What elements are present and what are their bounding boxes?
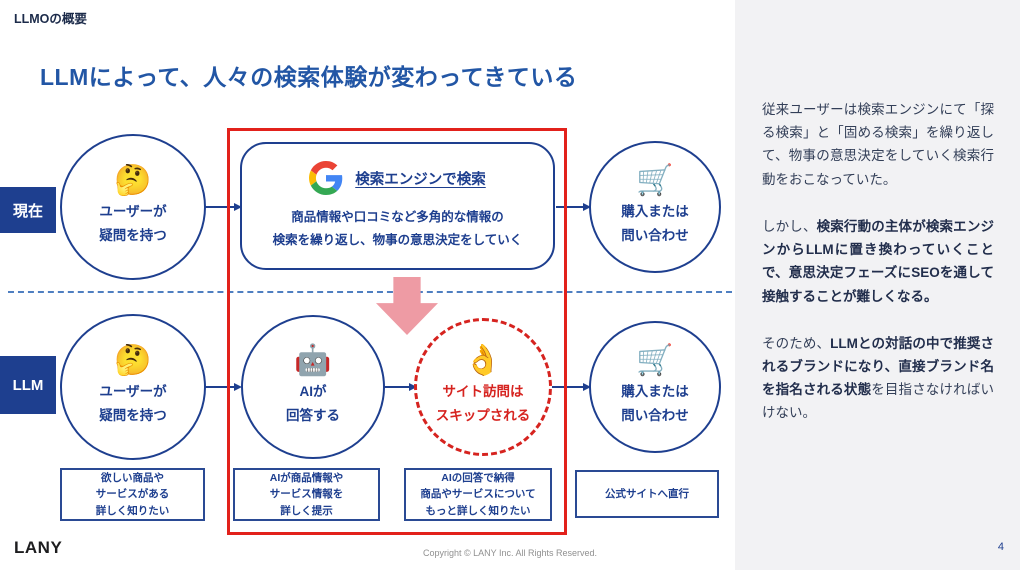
thinking-face-icon: 🤔 [114,344,152,378]
caption-direct-to-site: 公式サイトへ直行 [575,470,719,518]
purchase-circle-current: 🛒 購入または 問い合わせ [589,141,721,273]
search-engine-box-body: 商品情報や口コミなど多角的な情報の 検索を繰り返し、物事の意思決定をしていく [272,210,523,247]
page-number: 4 [997,541,1004,553]
copyright-text: Copyright © LANY Inc. All Rights Reserve… [422,548,598,558]
row-label-llm: LLM [0,356,56,414]
search-engine-box: 検索エンジンで検索 商品情報や口コミなど多角的な情報の 検索を繰り返し、物事の意… [240,142,555,270]
site-skip-label: サイト訪問は スキップされる [435,384,531,423]
purchase-label: 購入または 問い合わせ [621,204,689,243]
sidebar-paragraph-1: 従来ユーザーは検索エンジンにて「探る検索」と「固める検索」を繰り返して、物事の意… [762,102,994,187]
robot-icon: 🤖 [294,344,332,378]
company-logo: LANY [14,538,63,557]
purchase-label: 購入または 問い合わせ [621,384,689,423]
ai-answer-label: AIが 回答する [286,384,340,423]
site-skip-circle: 👌 サイト訪問は スキップされる [414,318,552,456]
flow-arrow [556,203,591,211]
thinking-face-icon: 🤔 [114,164,152,198]
google-g-icon [309,161,343,195]
user-question-label: ユーザーが 疑問を持つ [99,204,167,243]
flow-arrow [205,203,242,211]
shopping-cart-icon: 🛒 [636,164,674,198]
phase-divider-line [8,291,732,293]
slide-section-label: LLMOの概要 [14,12,87,26]
flow-arrow [384,383,417,391]
page-title: LLMによって、人々の検索体験が変わってきている [40,64,578,90]
caption-ai-convinced: AIの回答で納得 商品やサービスについて もっと詳しく知りたい [404,468,552,521]
sidebar-notes: 従来ユーザーは検索エンジンにて「探る検索」と「固める検索」を繰り返して、物事の意… [735,0,1020,570]
purchase-circle-llm: 🛒 購入または 問い合わせ [589,321,721,453]
sidebar-paragraph-3: そのため、LLMとの対話の中で推奨されるブランドになり、直接ブランド名を指名され… [762,335,995,421]
transition-down-arrow [376,277,438,335]
flow-arrow [551,383,591,391]
shopping-cart-icon: 🛒 [636,344,674,378]
caption-ai-present: AIが商品情報や サービス情報を 詳しく提示 [233,468,380,521]
ai-answer-circle: 🤖 AIが 回答する [241,315,385,459]
flow-arrow [205,383,242,391]
caption-user-want: 欲しい商品や サービスがある 詳しく知りたい [60,468,205,521]
search-engine-box-title: 検索エンジンで検索 [355,171,486,188]
user-question-circle-llm: 🤔 ユーザーが 疑問を持つ [60,314,206,460]
user-question-label: ユーザーが 疑問を持つ [99,384,167,423]
ok-hand-icon: 👌 [464,344,502,378]
row-label-current: 現在 [0,187,56,233]
user-question-circle-current: 🤔 ユーザーが 疑問を持つ [60,134,206,280]
sidebar-paragraph-2: しかし、検索行動の主体が検索エンジンからLLMに置き換わっていくことで、意思決定… [762,218,994,304]
